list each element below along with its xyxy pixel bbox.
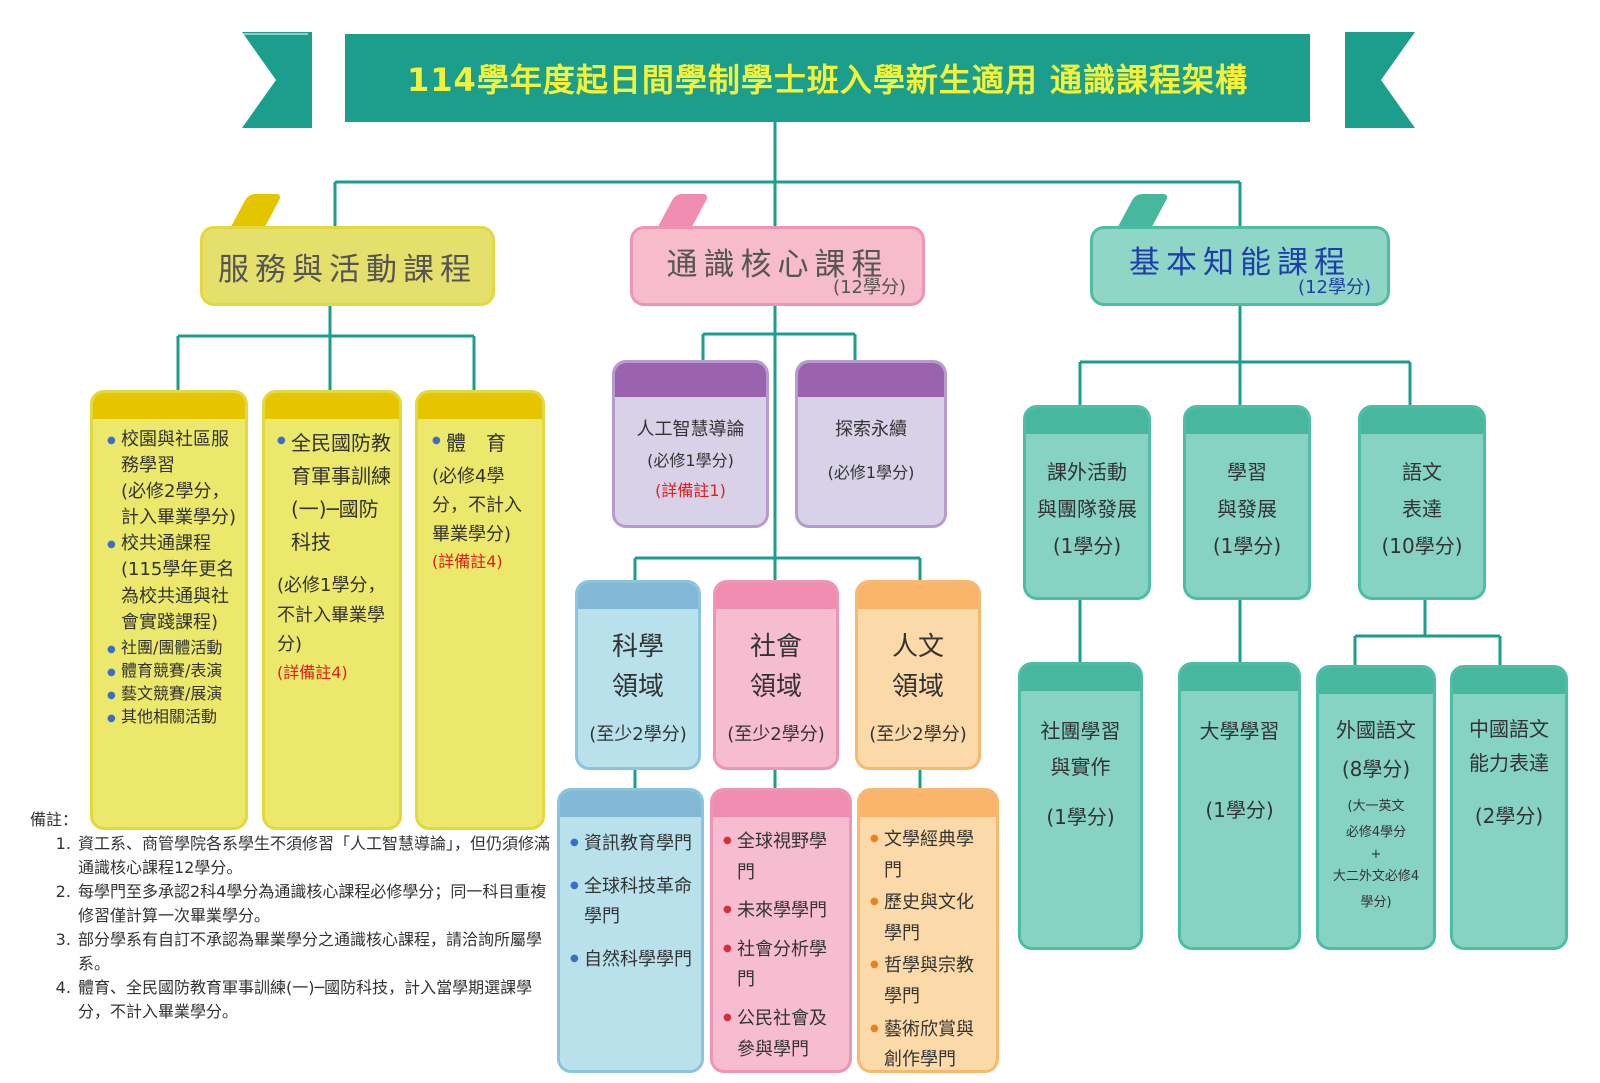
core-category: 通識核心課程 (12學分) — [630, 226, 925, 306]
box-credit: (8學分) — [1341, 757, 1411, 781]
service-category-title: 服務與活動課程 — [218, 251, 477, 288]
box-note: (大一英文 — [1347, 799, 1405, 814]
domain-name: 科學 — [611, 632, 664, 662]
box-note: + — [1370, 847, 1382, 862]
list-item: 藝術欣賞與創作學門 — [870, 1015, 990, 1070]
service-pe-box: 體 育 (必修4學分，不計入畢業學分) (詳備註4) — [415, 390, 545, 830]
core-category-credits: (12學分) — [833, 277, 906, 298]
ai-course-credit: (必修1學分) — [647, 451, 734, 470]
list-item: 文學經典學門 — [870, 825, 990, 886]
defense-ref: (詳備註4) — [277, 663, 348, 683]
domain-credit: (至少2學分) — [589, 723, 687, 745]
box-credit: (2學分) — [1474, 804, 1544, 828]
box-credit: (1學分) — [1212, 534, 1282, 558]
left-ribbon-icon — [242, 32, 312, 128]
right-ribbon-icon — [1345, 32, 1415, 128]
list-item: 自然科學學門 — [570, 945, 695, 976]
page-title: 114學年度起日間學制學士班入學新生適用 通識課程架構 — [407, 61, 1248, 99]
box-label: 與發展 — [1217, 497, 1277, 521]
sustain-course-credit: (必修1學分) — [827, 463, 915, 482]
list-item: 體 育 — [432, 427, 534, 459]
list-item: 全民國防教育軍事訓練(一)─國防科技 — [277, 427, 391, 559]
box-label: 與實作 — [1050, 755, 1111, 779]
learning-box: 學習 與發展 (1學分) — [1183, 405, 1311, 600]
list-item: 藝文競賽/展演 — [107, 682, 237, 710]
list-item: 社會分析學門 — [723, 935, 843, 996]
basic-category-credits: (12學分) — [1298, 277, 1371, 298]
domain-credit: (至少2學分) — [727, 723, 825, 745]
ai-course-name: 人工智慧導論 — [636, 419, 745, 440]
defense-note: (必修1學分，不計入畢業學分) — [277, 575, 386, 656]
box-label: 大學學習 — [1199, 719, 1280, 743]
service-defense-box: 全民國防教育軍事訓練(一)─國防科技 (必修1學分，不計入畢業學分) (詳備註4… — [262, 390, 402, 830]
sustain-course-name: 探索永續 — [835, 419, 907, 440]
service-campus-box: 校園與社區服務學習(必修2學分，計入畢業學分) 校共通課程(115學年更名為校共… — [90, 390, 248, 830]
notes-heading: 備註： — [30, 810, 79, 829]
ai-course-box: 人工智慧導論 (必修1學分) (詳備註1) — [612, 360, 769, 528]
box-note: 學分) — [1360, 895, 1392, 911]
foreign-language-box: 外國語文 (8學分) (大一英文 必修4學分 + 大二外文必修4 學分) — [1316, 665, 1436, 950]
domain-name: 領域 — [611, 672, 664, 703]
domain-credit: (至少2學分) — [869, 723, 967, 745]
box-label: 中國語文 — [1469, 717, 1549, 741]
box-label: 學習 — [1227, 460, 1267, 484]
box-credit: (10學分) — [1381, 534, 1463, 558]
basic-category-title: 基本知能課程 — [1129, 244, 1351, 281]
note-item: 資工系、商管學院各系學生不須修習「人工智慧導論」，但仍須修滿通識核心課程12學分… — [76, 832, 550, 880]
service-category: 服務與活動課程 — [200, 226, 495, 306]
domain-name: 領域 — [749, 672, 802, 703]
pe-ref: (詳備註4) — [432, 552, 503, 572]
list-item: 校園與社區服務學習(必修2學分，計入畢業學分) — [107, 427, 237, 531]
page-title-banner: 114學年度起日間學制學士班入學新生適用 通識課程架構 — [345, 34, 1310, 122]
core-category-title: 通識核心課程 — [666, 246, 889, 283]
box-note: 必修4學分 — [1345, 825, 1407, 840]
box-label: 外國語文 — [1336, 718, 1416, 742]
box-label: 語文 — [1402, 460, 1442, 484]
domain-name: 社會 — [749, 632, 802, 662]
science-subjects-box: 資訊教育學門 全球科技革命學門 自然科學學門 — [557, 788, 704, 1073]
list-item: 體育競賽/表演 — [107, 659, 237, 687]
university-learning-box: 大學學習 (1學分) — [1178, 662, 1301, 950]
box-label: 與團隊發展 — [1037, 497, 1137, 521]
note-item: 部分學系有自訂不承認為畢業學分之通識核心課程，請洽詢所屬學系。 — [76, 928, 550, 976]
club-box: 社團學習 與實作 (1學分) — [1018, 662, 1143, 950]
extracurricular-box: 課外活動 與團隊發展 (1學分) — [1023, 405, 1151, 600]
society-subjects-box: 全球視野學門 未來學學門 社會分析學門 公民社會及參與學門 — [710, 788, 852, 1073]
list-item: 全球視野學門 — [723, 827, 843, 888]
list-item: 公民社會及參與學門 — [723, 1004, 843, 1065]
domain-name: 領域 — [891, 672, 944, 703]
sustain-course-box: 探索永續 (必修1學分) — [795, 360, 947, 528]
box-credit: (1學分) — [1205, 798, 1274, 822]
domain-name: 人文 — [891, 632, 944, 662]
basic-category: 基本知能課程 (12學分) — [1090, 226, 1390, 306]
list-item: 社團/團體活動 — [107, 636, 237, 664]
chinese-language-box: 中國語文 能力表達 (2學分) — [1450, 665, 1568, 950]
list-item: 校共通課程(115學年更名為校共通與社會實踐課程) — [107, 531, 237, 635]
humanities-subjects-box: 文學經典學門 歷史與文化學門 哲學與宗教學門 藝術欣賞與創作學門 — [857, 788, 999, 1073]
language-box: 語文 表達 (10學分) — [1358, 405, 1486, 600]
ai-course-ref: (詳備註1) — [655, 481, 726, 500]
list-item: 未來學學門 — [723, 896, 843, 927]
list-item: 全球科技革命學門 — [570, 872, 695, 933]
box-label: 能力表達 — [1469, 751, 1549, 775]
box-label: 課外活動 — [1047, 460, 1127, 484]
notes-section: 備註： 資工系、商管學院各系學生不須修習「人工智慧導論」，但仍須修滿通識核心課程… — [30, 808, 550, 1024]
list-item: 歷史與文化學門 — [870, 888, 990, 949]
list-item: 哲學與宗教學門 — [870, 951, 990, 1012]
humanities-domain-box: 人文 領域 (至少2學分) — [855, 580, 981, 770]
note-item: 體育、全民國防教育軍事訓練(一)─國防科技，計入當學期選課學分，不計入畢業學分。 — [76, 976, 550, 1024]
science-domain-box: 科學 領域 (至少2學分) — [575, 580, 701, 770]
box-credit: (1學分) — [1052, 534, 1122, 558]
box-label: 社團學習 — [1040, 719, 1121, 743]
pe-note: (必修4學分，不計入畢業學分) — [432, 466, 522, 545]
list-item: 其他相關活動 — [107, 705, 237, 733]
box-label: 表達 — [1402, 497, 1442, 521]
society-domain-box: 社會 領域 (至少2學分) — [713, 580, 839, 770]
box-credit: (1學分) — [1046, 805, 1115, 829]
box-note: 大二外文必修4 — [1332, 869, 1420, 885]
list-item: 資訊教育學門 — [570, 829, 695, 860]
note-item: 每學門至多承認2科4學分為通識核心課程必修學分；同一科目重複修習僅計算一次畢業學… — [76, 880, 550, 928]
